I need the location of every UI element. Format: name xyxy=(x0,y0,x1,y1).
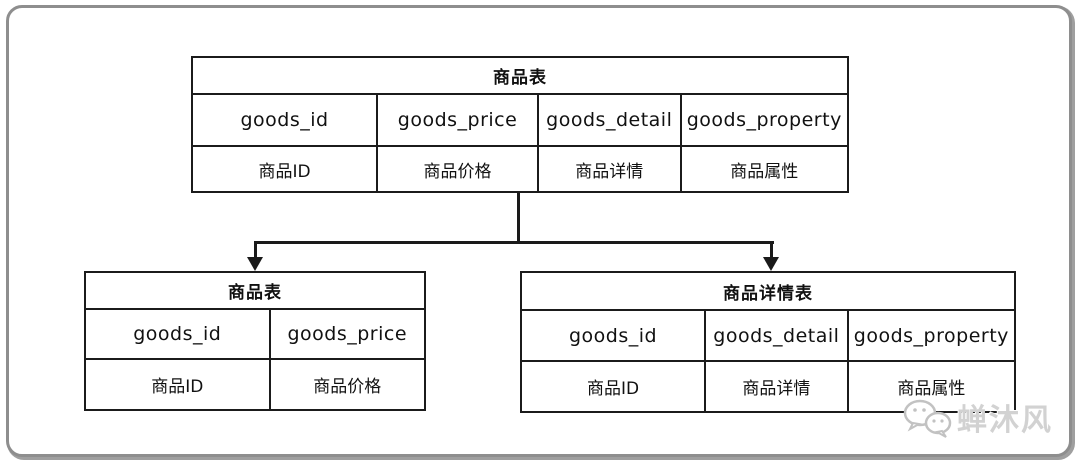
field-cell: goods_id xyxy=(240,109,329,131)
field-cell: goods_price xyxy=(268,310,424,358)
table-split-right-field-row: goods_id goods_detail goods_property xyxy=(522,311,1014,362)
label-cell: 商品ID xyxy=(586,379,640,399)
field-cell: goods_detail xyxy=(536,95,680,145)
connector-drop-right xyxy=(770,241,773,258)
field-cell: goods_property xyxy=(679,95,847,145)
field-cell: goods_price xyxy=(376,95,537,145)
wechat-icon xyxy=(901,398,953,444)
table-split-right: 商品详情表 goods_id goods_detail goods_proper… xyxy=(520,271,1016,413)
label-cell: 商品价格 xyxy=(376,147,537,191)
field-cell: goods_id xyxy=(133,323,222,345)
connector-stem xyxy=(517,193,520,243)
connector-drop-left xyxy=(254,241,257,258)
table-split-right-title: 商品详情表 xyxy=(522,273,1014,311)
label-cell: 商品属性 xyxy=(679,147,847,191)
field-cell: goods_property xyxy=(846,311,1014,360)
table-split-left: 商品表 goods_id goods_price 商品ID 商品价格 xyxy=(84,271,426,411)
table-source-title: 商品表 xyxy=(193,58,847,95)
label-cell: 商品详情 xyxy=(704,362,847,411)
table-split-left-title: 商品表 xyxy=(86,273,424,310)
connector-branch xyxy=(254,241,774,244)
label-cell: 商品属性 xyxy=(846,362,1014,411)
table-split-left-field-row: goods_id goods_price xyxy=(86,310,424,360)
table-split-left-label-row: 商品ID 商品价格 xyxy=(86,360,424,409)
watermark-text: 蝉沐风 xyxy=(957,403,1053,438)
table-source: 商品表 goods_id goods_price goods_detail go… xyxy=(191,56,849,193)
watermark: 蝉沐风 xyxy=(901,398,1053,444)
field-cell: goods_detail xyxy=(704,311,847,360)
label-cell: 商品ID xyxy=(258,161,311,182)
label-cell: 商品详情 xyxy=(536,147,680,191)
label-cell: 商品价格 xyxy=(268,360,424,409)
table-source-label-row: 商品ID 商品价格 商品详情 商品属性 xyxy=(193,147,847,191)
field-cell: goods_id xyxy=(568,324,658,347)
label-cell: 商品ID xyxy=(151,377,204,397)
table-split-right-label-row: 商品ID 商品详情 商品属性 xyxy=(522,362,1014,411)
table-source-field-row: goods_id goods_price goods_detail goods_… xyxy=(193,95,847,147)
arrow-down-right-icon xyxy=(763,257,779,271)
arrow-down-left-icon xyxy=(247,257,263,271)
